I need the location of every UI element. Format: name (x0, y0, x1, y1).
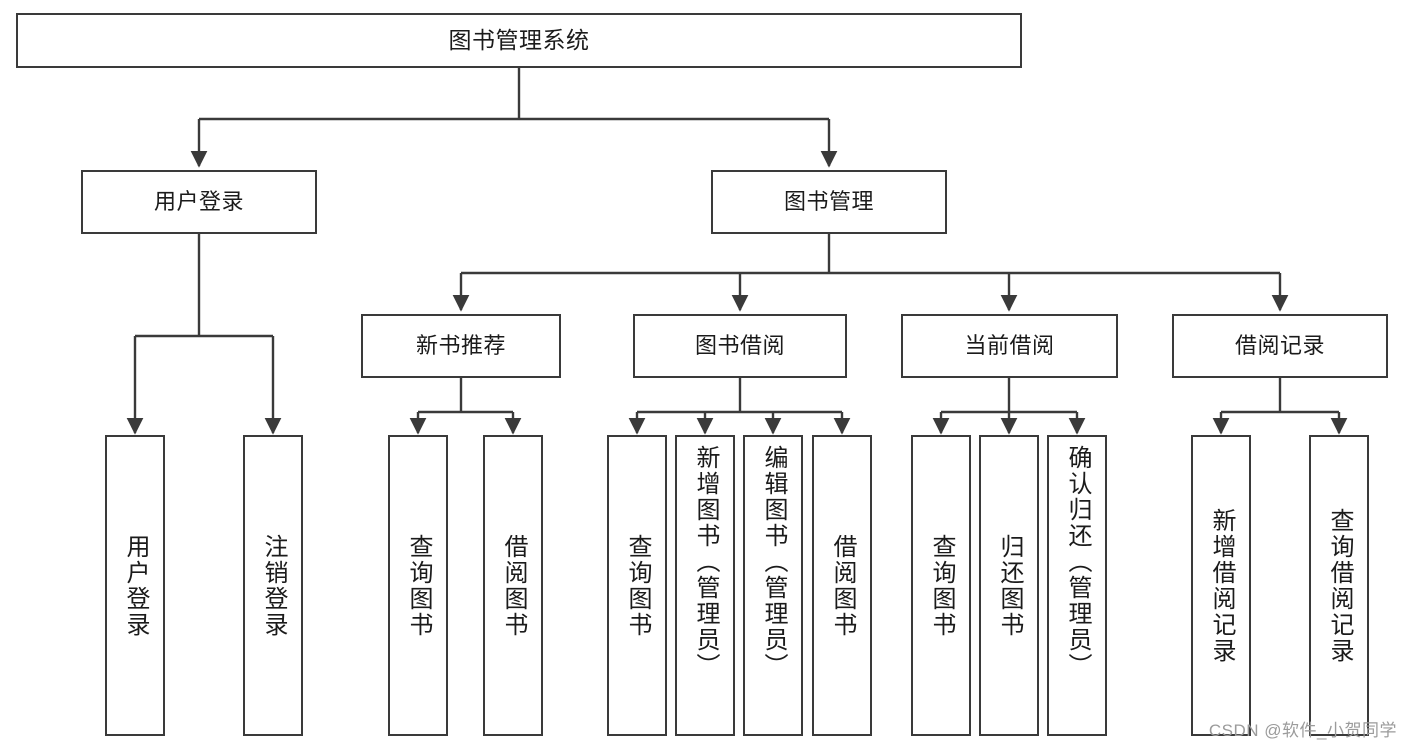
node-label: 图书管理 (783, 189, 874, 215)
node-label: 新增借阅记录 (1208, 507, 1235, 664)
node-label: 借阅图书 (829, 533, 856, 638)
leaf-book-borrow-edit[interactable]: 编辑图书（管理员） (743, 435, 803, 736)
node-new-book-recommend[interactable]: 新书推荐 (361, 314, 561, 378)
node-label: 编辑图书（管理员） (760, 445, 787, 679)
leaf-current-borrow-confirm[interactable]: 确认归还（管理员） (1047, 435, 1107, 736)
node-label: 借阅记录 (1234, 333, 1325, 359)
leaf-user-login-logout[interactable]: 注销登录 (243, 435, 303, 736)
leaf-book-borrow-add[interactable]: 新增图书（管理员） (675, 435, 735, 736)
node-label: 查询图书 (624, 533, 651, 638)
node-label: 查询图书 (405, 533, 432, 638)
watermark: CSDN @软件_小贺同学 (1208, 721, 1397, 740)
node-label: 图书借阅 (694, 333, 785, 359)
leaf-book-borrow-query[interactable]: 查询图书 (607, 435, 667, 736)
leaf-borrow-record-query[interactable]: 查询借阅记录 (1309, 435, 1369, 736)
node-label: 查询图书 (928, 533, 955, 638)
node-label: 确认归还（管理员） (1064, 445, 1091, 679)
node-book-management[interactable]: 图书管理 (711, 170, 947, 234)
node-label: 新增图书（管理员） (692, 445, 719, 679)
node-borrow-record[interactable]: 借阅记录 (1172, 314, 1388, 378)
node-label: 新书推荐 (415, 333, 506, 359)
leaf-current-borrow-return[interactable]: 归还图书 (979, 435, 1039, 736)
node-label: 用户登录 (153, 189, 244, 215)
node-label: 图书管理系统 (448, 27, 590, 54)
leaf-borrow-record-add[interactable]: 新增借阅记录 (1191, 435, 1251, 736)
node-label: 用户登录 (122, 533, 149, 638)
node-label: 借阅图书 (500, 533, 527, 638)
leaf-current-borrow-query[interactable]: 查询图书 (911, 435, 971, 736)
leaf-book-borrow-borrow[interactable]: 借阅图书 (812, 435, 872, 736)
node-user-login[interactable]: 用户登录 (81, 170, 317, 234)
node-book-borrow[interactable]: 图书借阅 (633, 314, 847, 378)
leaf-user-login-login[interactable]: 用户登录 (105, 435, 165, 736)
node-root-system[interactable]: 图书管理系统 (16, 13, 1022, 68)
node-label: 查询借阅记录 (1326, 507, 1353, 664)
leaf-new-book-borrow[interactable]: 借阅图书 (483, 435, 543, 736)
node-label: 当前借阅 (964, 333, 1055, 359)
node-label: 归还图书 (996, 533, 1023, 638)
node-current-borrow[interactable]: 当前借阅 (901, 314, 1118, 378)
leaf-new-book-query[interactable]: 查询图书 (388, 435, 448, 736)
node-label: 注销登录 (260, 533, 287, 638)
